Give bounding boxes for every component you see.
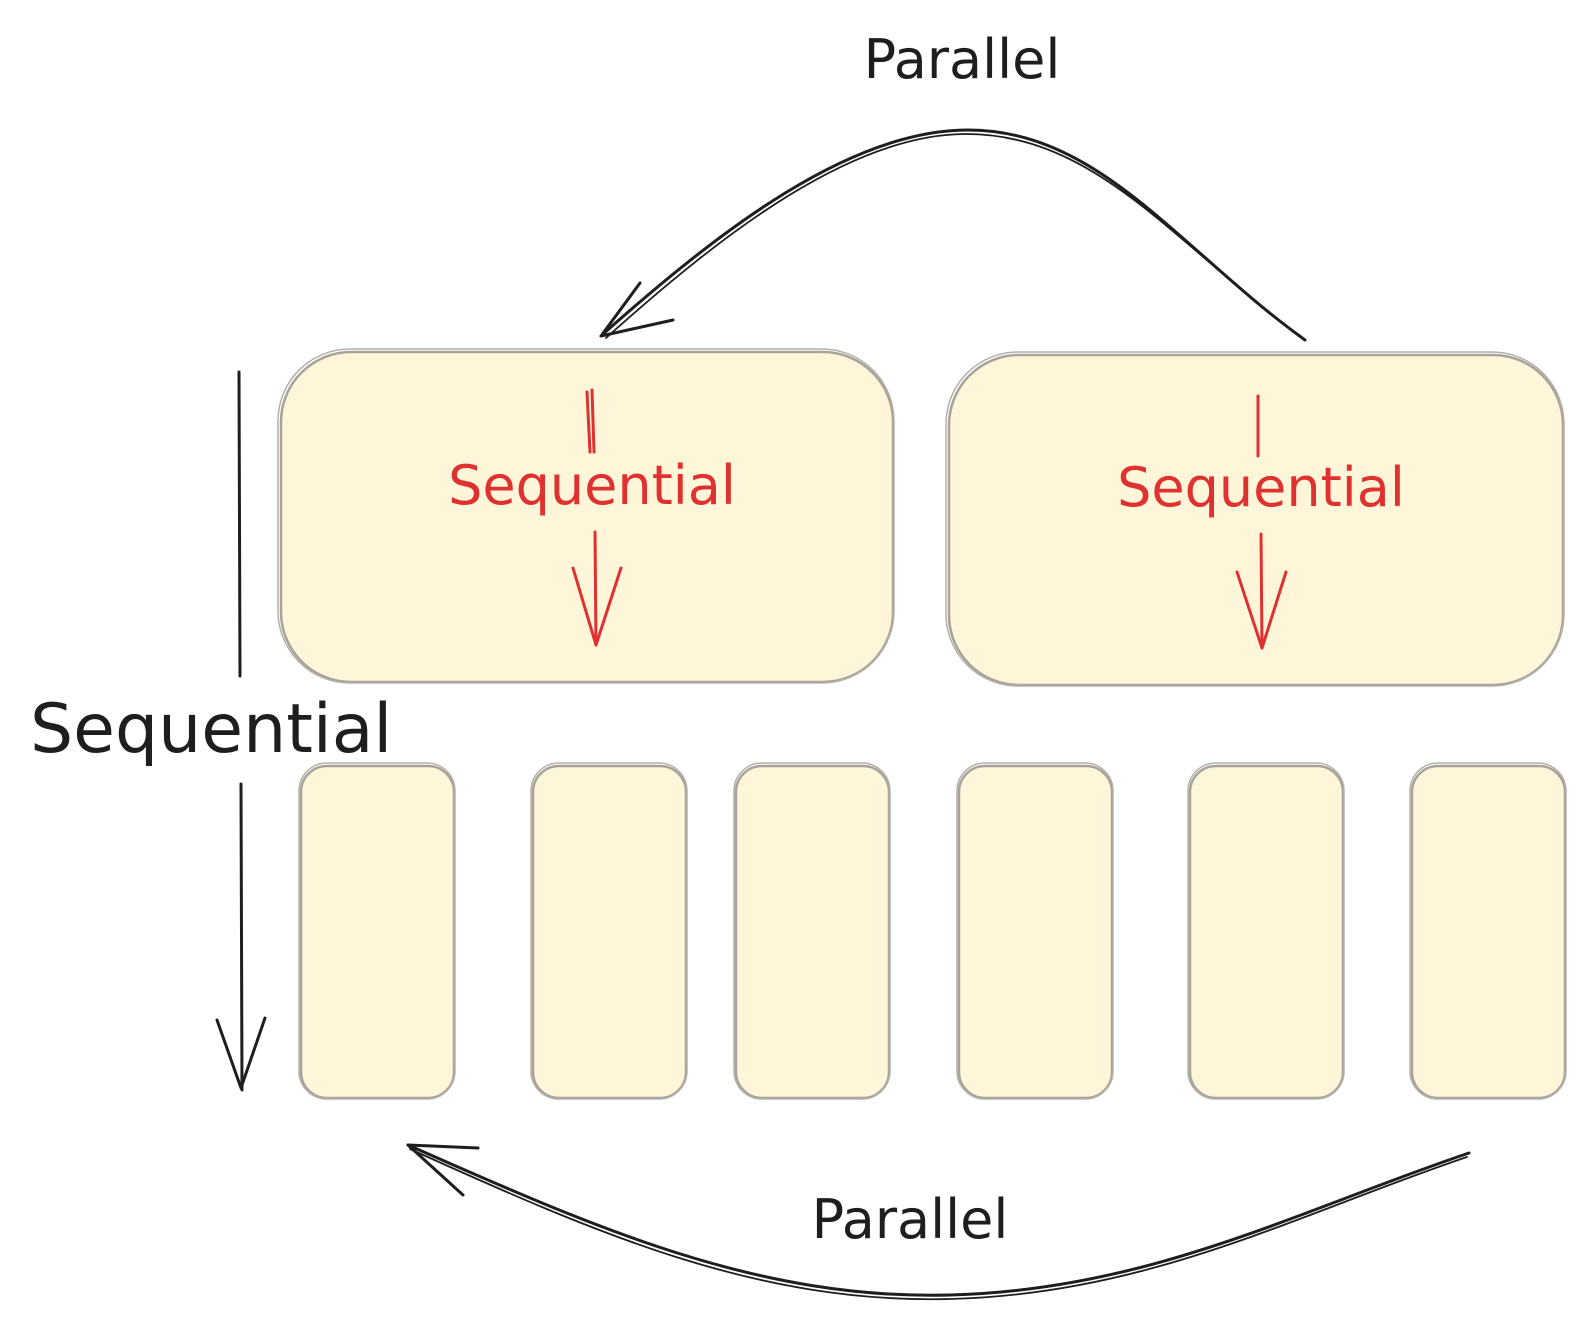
parallel-arrow-bottom — [406, 1143, 1471, 1301]
parallel-label-top: Parallel — [864, 28, 1061, 91]
sequential-label-box-left: Sequential — [448, 454, 736, 517]
sequential-arrow-box-left — [571, 388, 623, 647]
sequential-arrow-box-right — [1235, 394, 1288, 650]
container-box-left — [277, 348, 895, 684]
task-box-4 — [956, 762, 1114, 1100]
task-box-1 — [298, 762, 456, 1100]
sequential-label-box-right: Sequential — [1117, 456, 1405, 519]
parallel-arrow-top — [599, 128, 1307, 342]
sequential-label-main: Sequential — [30, 690, 392, 769]
sequential-arrow-main — [215, 370, 267, 1092]
task-box-3 — [733, 762, 891, 1100]
task-box-2 — [530, 762, 688, 1100]
task-box-6 — [1409, 762, 1567, 1100]
container-box-right — [945, 351, 1565, 687]
parallel-label-bottom: Parallel — [812, 1188, 1009, 1251]
task-box-5 — [1187, 762, 1345, 1100]
